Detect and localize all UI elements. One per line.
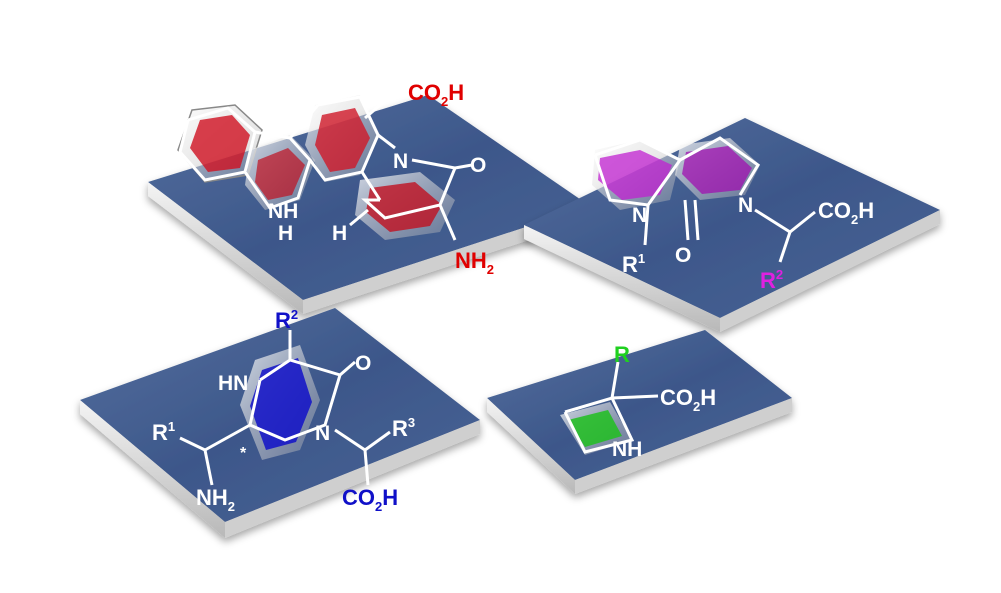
label-n-top-left: N [393,150,408,173]
label-r1-top-right: R1 [622,251,645,277]
highlight-rings-magenta [592,138,760,210]
label-co2h-top-right: CO2H [818,198,874,227]
label-nh2-top-left: NH2 [455,248,494,277]
panel-top-right: N N CO2H O R1 R2 [524,118,940,332]
panel-top-left: CO2H N O NH H H NH2 [148,80,590,314]
label-r1-bottom-left: R1 [152,419,175,445]
label-co2h-top-left: CO2H [408,80,464,109]
label-nh2-bottom-left: NH2 [196,485,235,514]
bonds-top-right [593,136,816,263]
label-star-bottom-left: * [240,445,247,462]
highlight-ring-blue [240,345,320,460]
bonds-bottom-right [563,361,659,454]
label-h-left-top-left: H [332,222,347,245]
label-r3-bottom-left: R3 [392,415,415,441]
label-co2h-bottom-right: CO2H [660,385,716,414]
label-n-right-top-right: N [738,194,753,217]
label-o-top-left: O [470,154,486,177]
label-nh-top-left: NH [268,200,298,223]
label-nh-bottom-right: NH [612,438,642,461]
panel-bottom-left: R2 O HN N R1 R3 * NH2 CO2H [80,307,480,538]
panel-bottom-right: R CO2H NH [487,330,792,494]
label-n-bottom-left: N [315,422,330,445]
label-o-bottom-left: O [355,352,371,375]
bonds-top-left [178,86,473,241]
label-r-bottom-right: R [614,342,630,367]
plate-top-right [524,118,940,332]
plate-bottom-right [487,330,792,494]
highlight-ring-green [560,402,632,455]
label-r2-bottom-left: R2 [275,307,298,333]
label-o-top-right: O [675,244,691,267]
label-h-under-top-left: H [278,222,293,245]
label-r2-top-right: R2 [760,267,783,293]
bonds-bottom-left [179,330,391,486]
label-n-left-top-right: N [632,204,647,227]
label-co2h-bottom-left: CO2H [342,485,398,514]
label-hn-bottom-left: HN [218,372,248,395]
